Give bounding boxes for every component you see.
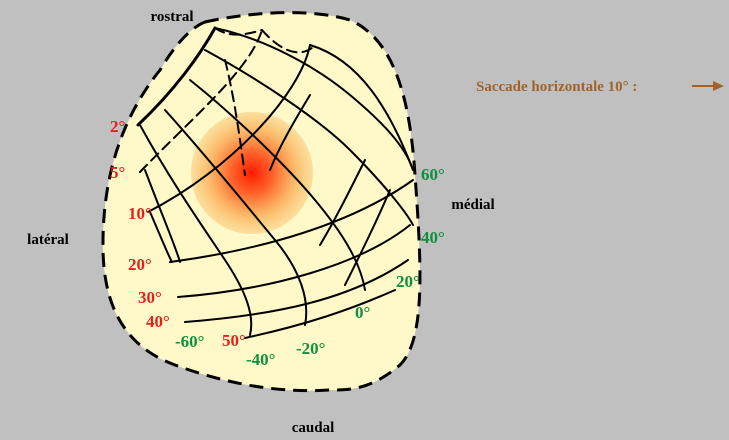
direction-label-neg60: -60° (175, 332, 204, 351)
direction-label-neg40: -40° (246, 350, 275, 369)
iso-eccentricity-10-line (147, 44, 311, 213)
iso-eccentricity-30-line (177, 224, 411, 298)
iso-eccentricity-40-line (184, 259, 409, 323)
iso-direction-60-line (214, 27, 414, 171)
eccentricity-label-20: 20° (128, 255, 152, 274)
direction-label-neg20: -20° (296, 339, 325, 358)
eccentricity-label-10: 10° (128, 204, 152, 223)
iso-direction-neg40-line (144, 169, 181, 263)
direction-label-60: 60° (421, 165, 445, 184)
iso-eccentricity-2-line (136, 26, 217, 127)
eccentricity-label-2: 2° (110, 117, 125, 136)
eccentricity-label-5: 5° (110, 163, 125, 182)
label-rostral: rostral (150, 9, 193, 25)
direction-label-0: 0° (355, 303, 370, 322)
direction-label-40: 40° (421, 228, 445, 247)
eccentricity-label-30: 30° (138, 288, 162, 307)
iso-direction-neg20-line (139, 124, 253, 336)
retinotopic-grid (136, 26, 414, 339)
eccentricity-label-50: 50° (222, 331, 246, 350)
arrow-right-icon (692, 81, 724, 91)
iso-direction-0-line (164, 109, 308, 326)
direction-label-20: 20° (396, 272, 420, 291)
iso-direction-20-line (189, 79, 366, 291)
label-lateral: latéral (27, 232, 69, 248)
eccentricity-label-40: 40° (146, 312, 170, 331)
iso-direction-40-line (204, 49, 414, 226)
iso-eccentricity-5-line (139, 29, 263, 173)
iso-eccentricity-50-line (244, 289, 396, 339)
iso-direction-neg60-line (149, 211, 173, 263)
label-caudal: caudal (292, 420, 335, 436)
saccade-label: Saccade horizontale 10° : (476, 79, 637, 95)
label-medial: médial (451, 197, 494, 213)
